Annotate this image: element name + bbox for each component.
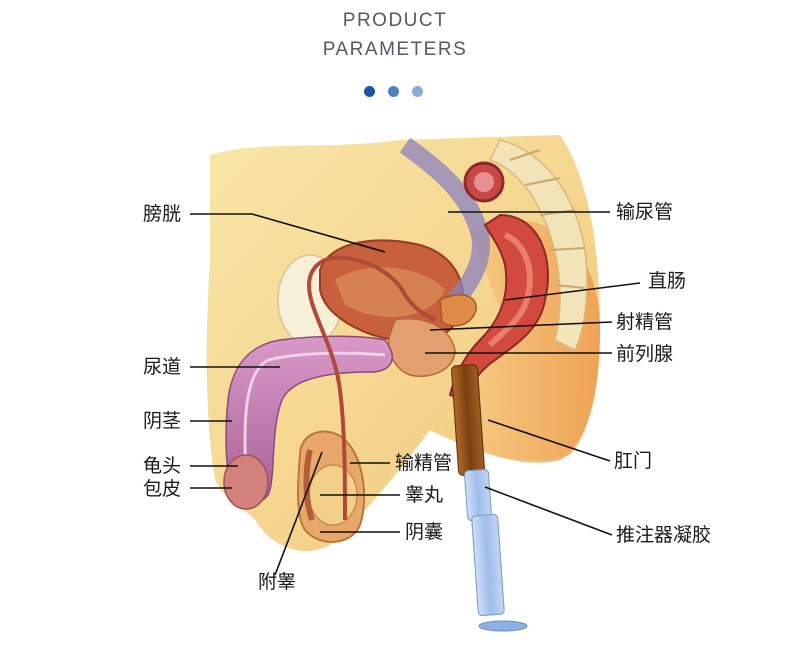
label-rectum: 直肠: [648, 270, 687, 292]
seminal-vesicle-shape: [439, 294, 477, 327]
vas-deferens-shape: [307, 255, 436, 521]
carousel-dot-3[interactable]: [412, 86, 423, 97]
applicator-plunger-cap: [478, 620, 528, 632]
rectum-fold: [487, 232, 533, 348]
leader-ejaculatory-duct: [429, 321, 613, 331]
applicator: [451, 364, 528, 632]
leader-bladder: [190, 213, 386, 253]
label-prostate: 前列腺: [616, 343, 674, 365]
label-urethra: 尿道: [143, 356, 182, 378]
applicator-barrel: [464, 468, 492, 522]
leader-lines: [190, 211, 641, 576]
leader-rectum: [504, 282, 641, 301]
leader-epididymis: [274, 451, 323, 576]
label-vas-deferens: 输精管: [395, 452, 453, 474]
leader-anus: [487, 419, 611, 462]
ureter-shape: [399, 137, 490, 307]
label-scrotum: 阴囊: [405, 521, 444, 543]
label-epididymis: 附睾: [258, 571, 297, 593]
label-penis: 阴茎: [143, 410, 182, 432]
sacrum-shape: [488, 139, 588, 352]
label-foreskin: 包皮: [143, 478, 182, 500]
carousel-dot-1[interactable]: [364, 86, 375, 97]
bladder-inner-shape: [335, 267, 445, 317]
epididymis-shape: [303, 449, 315, 521]
label-anus: 肛门: [614, 450, 653, 472]
leader-applicator-gel: [484, 486, 613, 536]
label-glans: 龟头: [143, 455, 182, 477]
label-ureter: 输尿管: [616, 201, 674, 223]
label-testis: 睾丸: [405, 484, 444, 506]
header-title-line1: PRODUCT: [342, 10, 448, 31]
applicator-plunger: [471, 513, 505, 617]
sacrum: [488, 139, 588, 352]
carousel-dot-2[interactable]: [388, 86, 399, 97]
label-bladder: 膀胱: [143, 203, 182, 225]
ureter-organ: [399, 137, 505, 307]
label-ejaculatory-duct: 射精管: [616, 311, 674, 333]
carousel-dots: [364, 86, 428, 98]
label-applicator-gel: 推注器凝胶: [616, 524, 712, 546]
vessel-lumen-1: [474, 172, 494, 192]
glans-shape: [223, 454, 269, 510]
header-title-line2: PARAMETERS: [322, 39, 468, 60]
